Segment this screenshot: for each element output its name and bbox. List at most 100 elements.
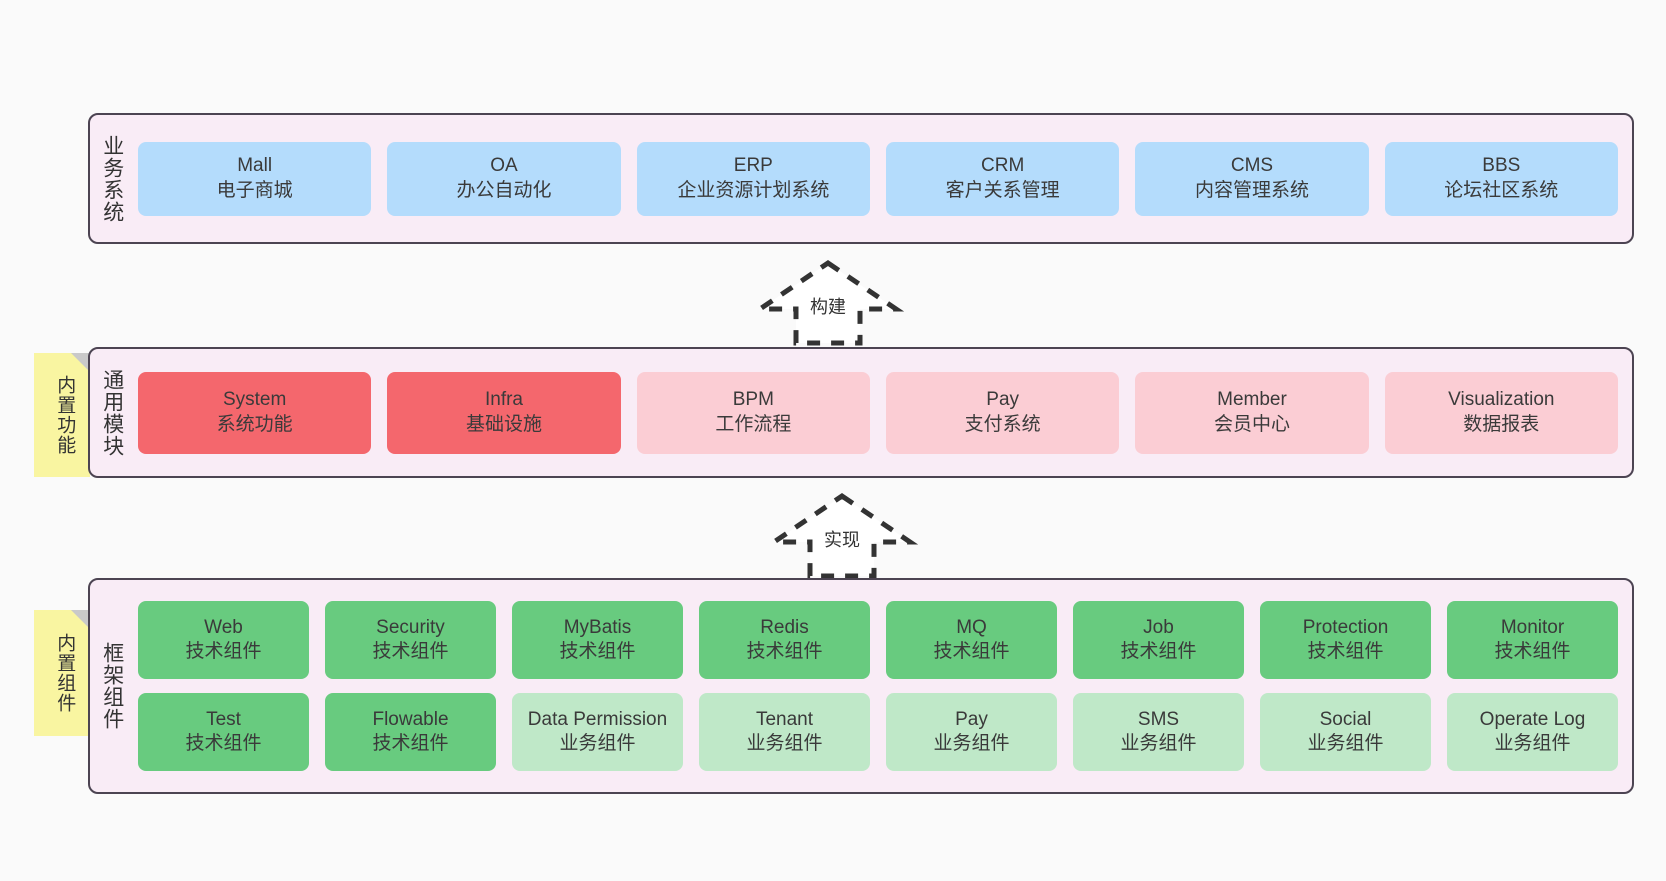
card-member[interactable]: Member 会员中心 [1135, 371, 1369, 454]
card-desc: 数据报表 [1463, 413, 1540, 435]
card-sms[interactable]: SMS 业务组件 [1073, 693, 1244, 771]
card-desc: 业务组件 [1120, 733, 1197, 754]
card-mall[interactable]: Mall 电子商城 [138, 141, 372, 216]
layer-business-systems: 业务系统 Mall 电子商城 OA 办公自动化 ERP 企业资源计划系统 CRM… [88, 113, 1634, 244]
card-desc: 办公自动化 [456, 179, 552, 201]
card-test[interactable]: Test 技术组件 [138, 693, 309, 771]
card-row: System 系统功能 Infra 基础设施 BPM 工作流程 Pay 支付系统… [138, 371, 1618, 454]
card-desc: 企业资源计划系统 [677, 179, 830, 201]
card-erp[interactable]: ERP 企业资源计划系统 [636, 141, 870, 216]
card-visualization[interactable]: Visualization 数据报表 [1384, 371, 1618, 454]
card-bpm[interactable]: BPM 工作流程 [636, 371, 870, 454]
card-desc: 客户关系管理 [945, 179, 1060, 201]
card-desc: 系统功能 [216, 413, 293, 435]
card-name: Member [1217, 389, 1287, 411]
card-monitor[interactable]: Monitor 技术组件 [1447, 601, 1618, 679]
card-desc: 技术组件 [185, 641, 262, 662]
note-builtin-components: 内置组件 [34, 610, 90, 736]
card-desc: 论坛社区系统 [1444, 179, 1559, 201]
card-row-business: Test 技术组件 Flowable 技术组件 Data Permission … [138, 693, 1618, 771]
card-name: CMS [1230, 155, 1274, 177]
card-desc: 业务组件 [1494, 733, 1571, 754]
card-name: Redis [760, 616, 809, 638]
connector-label: 实现 [824, 530, 860, 550]
card-infra[interactable]: Infra 基础设施 [387, 371, 621, 454]
layer-body-business: Mall 电子商城 OA 办公自动化 ERP 企业资源计划系统 CRM 客户关系… [134, 115, 1632, 242]
card-name: BBS [1482, 155, 1521, 177]
connector-build-arrow: 构建 [751, 259, 905, 346]
layer-title-framework: 框架组件 [100, 642, 124, 730]
card-desc: 会员中心 [1213, 413, 1290, 435]
card-desc: 技术组件 [746, 641, 823, 662]
card-flowable[interactable]: Flowable 技术组件 [325, 693, 496, 771]
card-mybatis[interactable]: MyBatis 技术组件 [512, 601, 683, 679]
card-name: Job [1143, 616, 1174, 638]
card-protection[interactable]: Protection 技术组件 [1260, 601, 1431, 679]
card-name: Visualization [1448, 389, 1555, 411]
card-desc: 技术组件 [559, 641, 636, 662]
card-desc: 支付系统 [964, 413, 1041, 435]
card-bbs[interactable]: BBS 论坛社区系统 [1384, 141, 1618, 216]
card-desc: 技术组件 [1494, 641, 1571, 662]
card-social[interactable]: Social 业务组件 [1260, 693, 1431, 771]
card-name: Tenant [755, 708, 814, 730]
card-name: Flowable [372, 708, 449, 730]
note-label: 内置功能 [54, 375, 76, 455]
card-name: Protection [1302, 616, 1389, 638]
card-desc: 内容管理系统 [1194, 179, 1309, 201]
card-tenant[interactable]: Tenant 业务组件 [699, 693, 870, 771]
layer-title-business: 业务系统 [100, 134, 124, 223]
card-desc: 技术组件 [372, 641, 449, 662]
card-name: Test [206, 708, 241, 730]
card-desc: 业务组件 [933, 733, 1010, 754]
card-name: Social [1319, 708, 1372, 730]
card-pay-component[interactable]: Pay 业务组件 [886, 693, 1057, 771]
card-desc: 基础设施 [465, 413, 542, 435]
card-desc: 技术组件 [933, 641, 1010, 662]
dashed-up-arrow-icon [765, 492, 919, 579]
card-desc: 业务组件 [559, 733, 636, 754]
card-name: Mall [237, 155, 273, 177]
card-web[interactable]: Web 技术组件 [138, 601, 309, 679]
card-desc: 工作流程 [715, 413, 792, 435]
note-fold-corner-icon [71, 353, 90, 372]
card-operate-log[interactable]: Operate Log 业务组件 [1447, 693, 1618, 771]
card-oa[interactable]: OA 办公自动化 [387, 141, 621, 216]
card-name: BPM [732, 389, 774, 411]
card-desc: 电子商城 [216, 179, 293, 201]
card-mq[interactable]: MQ 技术组件 [886, 601, 1057, 679]
card-redis[interactable]: Redis 技术组件 [699, 601, 870, 679]
dashed-up-arrow-icon [751, 259, 905, 346]
card-name: MyBatis [563, 616, 632, 638]
card-name: Web [204, 616, 243, 638]
card-name: SMS [1137, 708, 1180, 730]
card-name: Pay [986, 389, 1020, 411]
card-pay[interactable]: Pay 支付系统 [885, 371, 1120, 454]
card-desc: 技术组件 [185, 733, 262, 754]
card-security[interactable]: Security 技术组件 [325, 601, 496, 679]
card-name: System [222, 389, 287, 411]
card-row-technical: Web 技术组件 Security 技术组件 MyBatis 技术组件 Redi… [138, 601, 1618, 679]
card-system[interactable]: System 系统功能 [138, 371, 372, 454]
card-data-permission[interactable]: Data Permission 业务组件 [512, 693, 683, 771]
card-name: MQ [956, 616, 987, 638]
card-cms[interactable]: CMS 内容管理系统 [1135, 141, 1369, 216]
layer-common-modules: 通用模块 System 系统功能 Infra 基础设施 BPM 工作流程 Pay… [88, 347, 1634, 478]
connector-label: 构建 [810, 297, 846, 317]
card-desc: 业务组件 [746, 733, 823, 754]
card-name: Operate Log [1479, 708, 1586, 730]
layer-framework-components: 框架组件 Web 技术组件 Security 技术组件 MyBatis 技术组件… [88, 578, 1634, 794]
layer-body-common: System 系统功能 Infra 基础设施 BPM 工作流程 Pay 支付系统… [134, 349, 1632, 476]
card-name: Pay [955, 708, 988, 730]
note-fold-corner-icon [71, 610, 90, 629]
card-desc: 技术组件 [372, 733, 449, 754]
card-desc: 技术组件 [1120, 641, 1197, 662]
card-name: OA [490, 155, 518, 177]
card-desc: 业务组件 [1307, 733, 1384, 754]
card-crm[interactable]: CRM 客户关系管理 [885, 141, 1120, 216]
card-name: Data Permission [527, 708, 668, 730]
card-name: Monitor [1500, 616, 1565, 638]
card-job[interactable]: Job 技术组件 [1073, 601, 1244, 679]
layer-body-framework: Web 技术组件 Security 技术组件 MyBatis 技术组件 Redi… [134, 580, 1632, 792]
